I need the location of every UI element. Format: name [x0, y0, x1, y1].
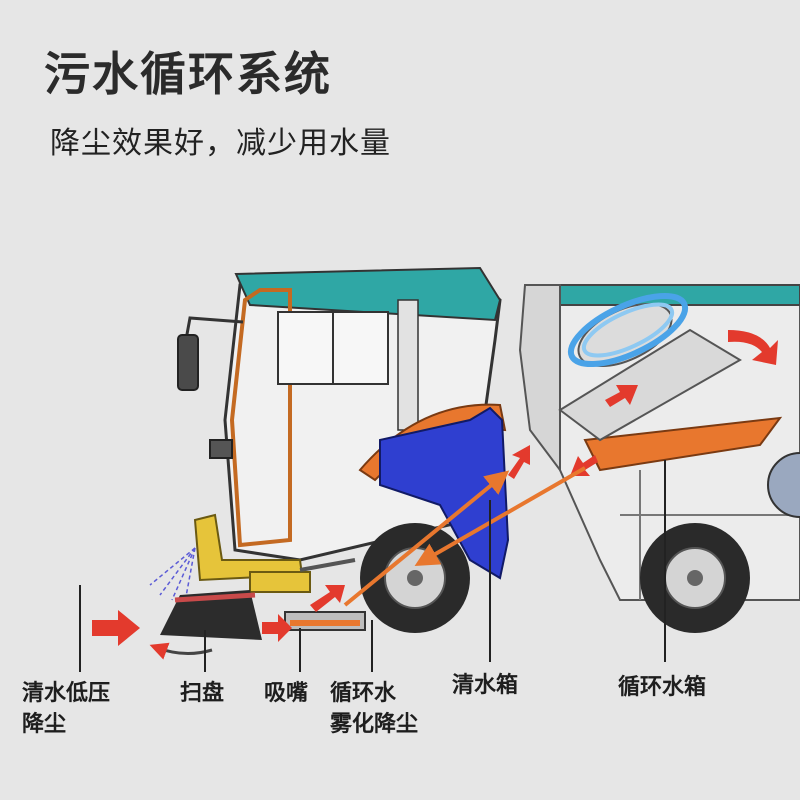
- water-pipes: [343, 466, 586, 607]
- inflow-arrow-icon: [92, 610, 140, 646]
- sweeper-arm: [193, 513, 356, 593]
- rear-wheel: [640, 523, 750, 633]
- duct-arrow-icon: [605, 385, 638, 407]
- label-sweep-disc: 扫盘: [180, 680, 225, 706]
- nozzle-arrow-icon: [262, 614, 292, 642]
- label-circulating-mist: 循环水 雾化降尘: [330, 680, 419, 737]
- sweep-disc-brush: [160, 590, 262, 640]
- suction-nozzle: [284, 611, 366, 631]
- exhaust-arrow-icon: [728, 330, 778, 365]
- page-title: 污水循环系统: [44, 47, 332, 101]
- label-clean-water-tank: 清水箱: [452, 672, 519, 698]
- page-subtitle: 降尘效果好，减少用水量: [50, 126, 391, 161]
- rotation-arrow-icon: [149, 642, 213, 660]
- mist-arrow-icon: [310, 585, 345, 612]
- leader-lines: [79, 460, 666, 672]
- tank-up-arrow-icon: [508, 445, 530, 479]
- flow-arrows: [92, 330, 778, 646]
- label-low-pressure-dust: 清水低压 降尘: [22, 680, 111, 737]
- fan-swirl-icon: [567, 292, 689, 368]
- label-suction-nozzle: 吸嘴: [264, 680, 309, 706]
- spray-lines: [149, 547, 196, 603]
- label-circulating-water-tank: 循环水箱: [618, 674, 707, 700]
- spare-wheel: [767, 452, 800, 518]
- clean-tank-shape: [379, 406, 510, 580]
